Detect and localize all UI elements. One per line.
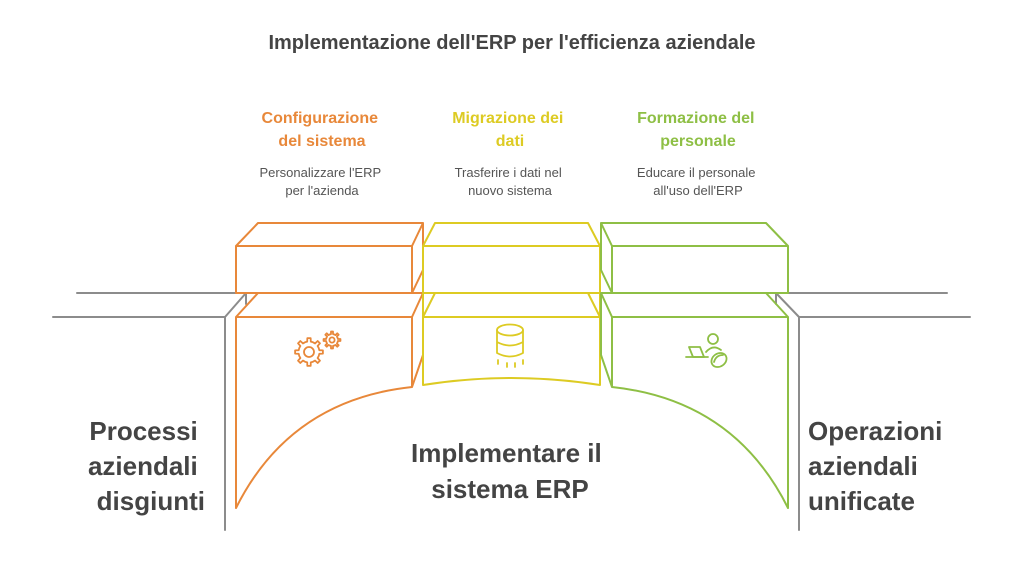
step-title-line: Formazione del: [637, 110, 754, 127]
step-description-line: Educare il personale: [637, 165, 756, 180]
block-bridge-segment: [422, 292, 601, 386]
right-label-line: Operazioni: [808, 416, 942, 446]
step-formazione-header: Formazione del personale Educare il pers…: [637, 110, 759, 198]
person-laptop-icon: [685, 333, 728, 368]
svg-text:Formazione del personale: Formazione del personale: [637, 110, 759, 150]
right-label: Operazioni aziendali unificate: [808, 416, 950, 516]
svg-text:Migrazione dei dati: Migrazione dei dati: [452, 110, 568, 150]
right-label-line: unificate: [808, 486, 915, 516]
person-baby: [710, 352, 728, 368]
laptop-screen: [688, 346, 705, 358]
block-top-box: [235, 222, 424, 294]
step-description-line: nuovo sistema: [468, 183, 553, 198]
diagram-title: Implementazione dell'ERP per l'efficienz…: [268, 32, 755, 54]
step-description-line: per l'azienda: [285, 183, 359, 198]
person-head: [707, 333, 719, 345]
left-label-line: Processi: [89, 416, 197, 446]
step-description-line: all'uso dell'ERP: [653, 183, 743, 198]
svg-text:Configurazione del siste: Configurazione del sistema: [262, 110, 383, 150]
center-label-line: sistema ERP: [431, 474, 589, 504]
step-title-line: personale: [660, 133, 736, 150]
center-label: Implementare il sistema ERP: [411, 438, 609, 504]
block-top-box: [422, 222, 601, 294]
person-baby-detail: [713, 354, 724, 363]
left-label-line: disgiunti: [97, 486, 205, 516]
step-configurazione-header: Configurazione del sistema Personalizzar…: [259, 110, 384, 198]
right-cliff-top-edge: [775, 292, 948, 305]
small-gear-hub: [328, 336, 336, 344]
step-description-line: Personalizzare l'ERP: [259, 165, 380, 180]
left-cliff-top-edge: [76, 292, 247, 305]
block-top-box: [600, 222, 789, 294]
large-gear: [294, 337, 324, 367]
center-label-line: Implementare il: [411, 438, 602, 468]
left-label-line: aziendali: [88, 451, 198, 481]
step-title-line: del sistema: [278, 133, 365, 150]
block-formazione: [600, 222, 789, 509]
svg-text:Educare il personale all: Educare il personale all'uso dell'ERP: [637, 165, 759, 198]
database-icon: [496, 323, 524, 368]
block-bridge-segment: [600, 292, 789, 509]
step-title-line: Migrazione dei: [452, 110, 563, 127]
small-gear: [322, 330, 342, 350]
right-cliff-front-edge: [775, 292, 971, 318]
database-drips: [497, 359, 524, 368]
step-title-line: Configurazione: [262, 110, 379, 127]
gears-icon: [294, 330, 342, 367]
left-cliff-front-edge: [52, 292, 247, 318]
step-migrazione-header: Migrazione dei dati Trasferire i dati ne…: [452, 110, 568, 198]
block-configurazione: [235, 222, 424, 509]
database-body: [496, 329, 524, 358]
svg-text:Trasferire i dati nel nu: Trasferire i dati nel nuovo sistema: [455, 165, 566, 198]
database-top: [496, 323, 524, 337]
large-gear-hub: [303, 346, 315, 358]
step-description-line: Trasferire i dati nel: [455, 165, 562, 180]
person-shoulders: [705, 346, 722, 353]
block-migrazione: [422, 222, 601, 386]
step-title-line: dati: [496, 133, 524, 150]
svg-text:Personalizzare l'ERP per: Personalizzare l'ERP per l'azienda: [259, 165, 384, 198]
left-label: Processi aziendali disgiunti: [88, 416, 205, 516]
right-label-line: aziendali: [808, 451, 918, 481]
block-bridge-segment: [235, 292, 424, 509]
